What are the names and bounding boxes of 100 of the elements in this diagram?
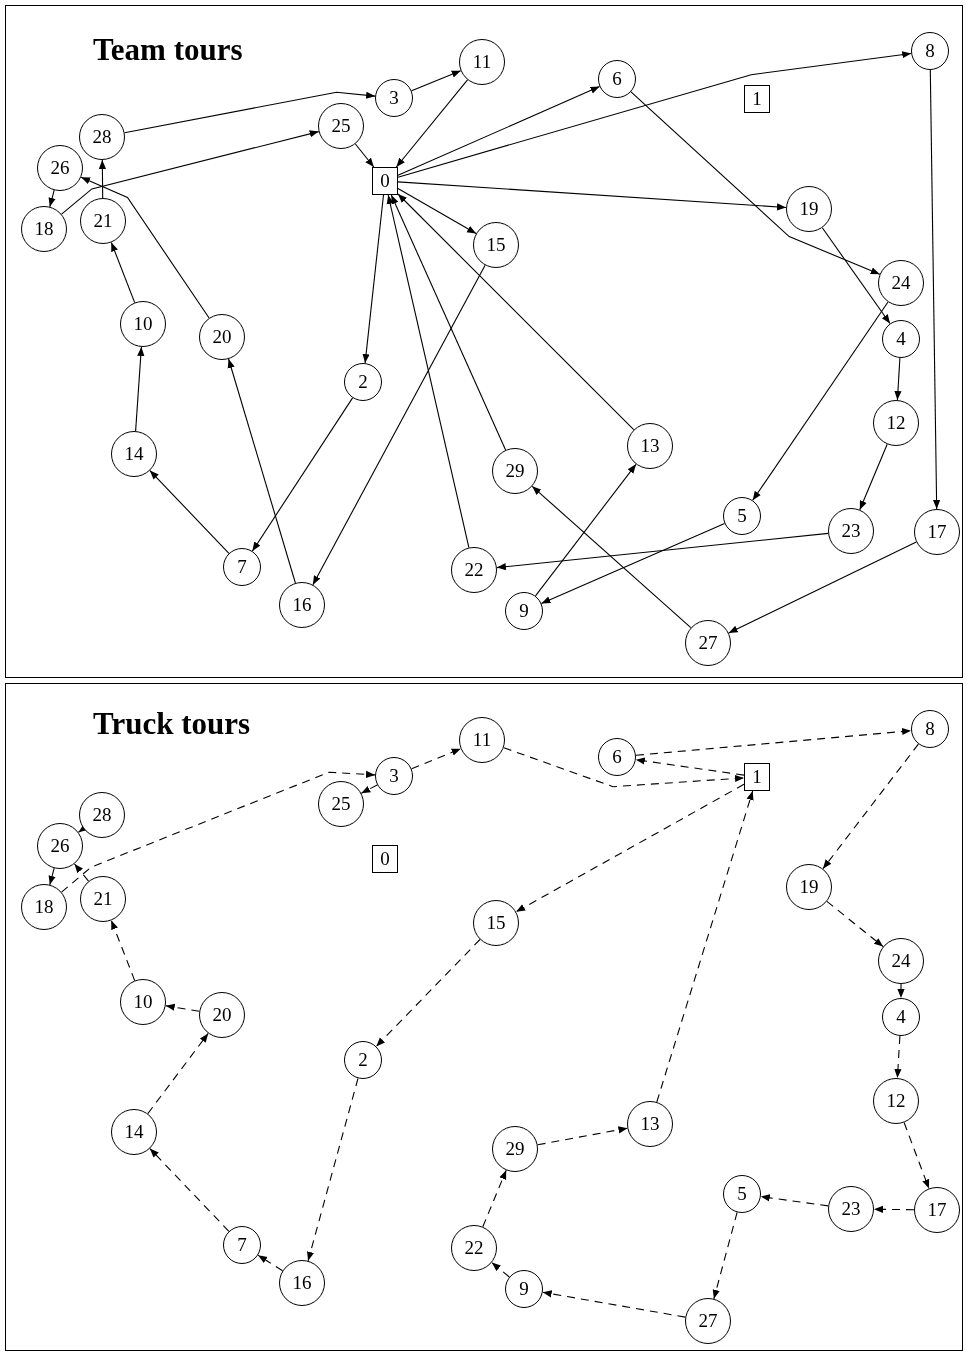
arrow — [375, 938, 481, 1047]
arrow — [531, 485, 692, 629]
node-number: 26 — [50, 158, 70, 178]
node-circle — [492, 1126, 538, 1172]
arrow — [251, 397, 354, 552]
node-circle — [344, 363, 382, 401]
arrow — [354, 143, 375, 168]
node-number: 15 — [486, 235, 506, 255]
node-number: 20 — [212, 1005, 232, 1025]
node-number: 5 — [737, 1184, 747, 1204]
arrow — [491, 1262, 510, 1278]
arrow — [110, 919, 136, 982]
node-number: 0 — [380, 849, 390, 869]
node-circle — [473, 900, 519, 946]
arrow — [98, 159, 106, 199]
node-circle — [505, 1270, 543, 1308]
node-number: 21 — [93, 889, 113, 909]
arrow — [307, 1077, 359, 1262]
arrow — [537, 1126, 628, 1146]
arrow — [395, 79, 469, 168]
node-number: 23 — [841, 521, 861, 541]
arrow — [635, 727, 912, 756]
panel-title: Team tours — [93, 32, 243, 68]
arrow — [390, 194, 507, 451]
node-circle — [914, 1187, 960, 1233]
arrow — [630, 91, 881, 275]
arrow — [656, 790, 754, 1103]
arrow — [760, 1194, 829, 1207]
arrow — [257, 1254, 284, 1272]
node-circle — [627, 1101, 673, 1147]
node-circle — [79, 792, 125, 838]
arrow — [503, 747, 745, 788]
depot-box — [372, 167, 398, 195]
arrow — [149, 1148, 230, 1232]
node-circle — [37, 823, 83, 869]
node-circle — [80, 198, 126, 244]
panel-title: Truck tours — [93, 706, 250, 742]
node-number: 0 — [380, 171, 390, 191]
arrow — [362, 194, 385, 364]
node-circle — [451, 547, 497, 593]
arrow — [135, 346, 145, 432]
node-number: 25 — [331, 116, 351, 136]
node-circle — [873, 400, 919, 446]
node-circle — [882, 998, 920, 1036]
node-circle — [79, 114, 125, 160]
node-circle — [878, 260, 924, 306]
arrow — [534, 463, 637, 597]
node-number: 4 — [896, 329, 906, 349]
arrow — [61, 770, 376, 893]
node-number: 12 — [886, 1091, 906, 1111]
node-circle — [598, 738, 636, 776]
arrow — [73, 863, 90, 882]
node-number: 4 — [896, 1007, 906, 1027]
arrow — [397, 181, 787, 211]
node-circle — [111, 431, 157, 477]
arrow — [48, 189, 56, 208]
node-number: 17 — [927, 522, 947, 542]
node-circle — [21, 884, 67, 930]
node-number: 1 — [752, 767, 762, 787]
arrow — [894, 1035, 902, 1079]
arrow — [894, 357, 902, 401]
node-number: 6 — [612, 69, 622, 89]
node-number: 15 — [486, 913, 506, 933]
node-circle — [685, 1298, 731, 1344]
node-number: 9 — [519, 601, 529, 621]
panel — [5, 5, 963, 678]
arrow — [929, 69, 941, 510]
arrow — [149, 470, 230, 554]
node-number: 3 — [389, 88, 399, 108]
node-circle — [914, 509, 960, 555]
node-circle — [459, 717, 505, 763]
panel — [5, 683, 963, 1351]
node-circle — [80, 876, 126, 922]
arrow — [482, 1169, 507, 1228]
node-circle — [598, 60, 636, 98]
node-number: 11 — [472, 730, 492, 750]
node-number: 14 — [124, 1122, 144, 1142]
arrow — [712, 1211, 738, 1300]
arrow — [110, 241, 136, 304]
node-number: 8 — [925, 719, 935, 739]
node-number: 7 — [237, 557, 247, 577]
arrow — [397, 187, 477, 235]
node-number: 13 — [640, 436, 660, 456]
node-number: 25 — [331, 794, 351, 814]
node-number: 27 — [698, 1311, 718, 1331]
arrow — [897, 983, 905, 999]
depot-box — [372, 845, 398, 873]
node-circle — [344, 1041, 382, 1079]
node-number: 16 — [292, 1273, 312, 1293]
node-circle — [685, 620, 731, 666]
node-number: 27 — [698, 633, 718, 653]
node-circle — [120, 979, 166, 1025]
node-circle — [111, 1109, 157, 1155]
node-number: 24 — [891, 951, 911, 971]
arrow — [397, 193, 635, 431]
node-number: 19 — [799, 199, 819, 219]
node-number: 23 — [841, 1199, 861, 1219]
node-number: 18 — [34, 219, 54, 239]
node-circle — [451, 1225, 497, 1271]
arrow — [360, 784, 378, 794]
